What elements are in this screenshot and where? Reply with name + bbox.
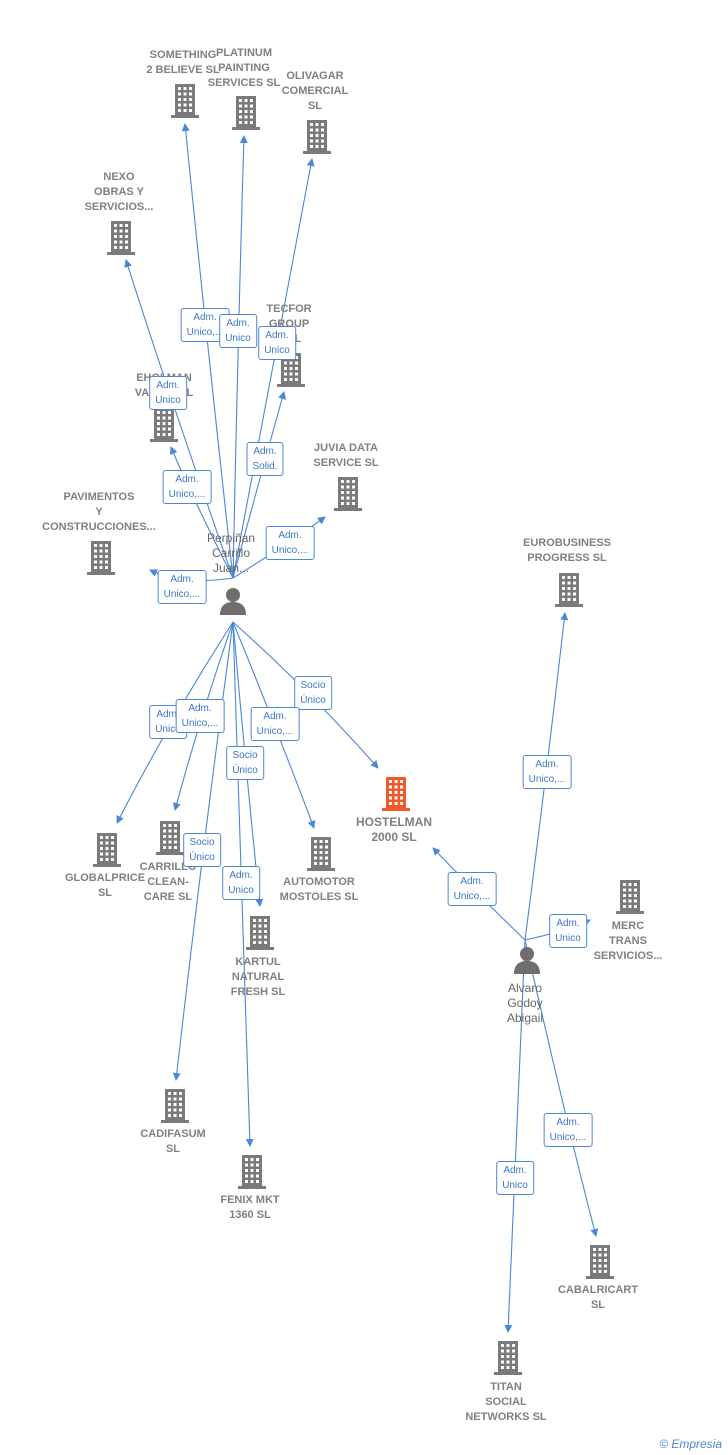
company-node-eurobusiness[interactable] bbox=[552, 572, 586, 608]
company-label[interactable]: SOMETHING 2 BELIEVE SL bbox=[146, 49, 220, 76]
company-label[interactable]: CABALRICART SL bbox=[557, 1284, 639, 1311]
building-icon bbox=[87, 541, 115, 575]
relation-label[interactable]: Socio Único bbox=[183, 833, 221, 867]
building-icon bbox=[156, 821, 184, 855]
company-node-nexo[interactable] bbox=[104, 220, 138, 256]
relation-label[interactable]: Adm. Unico,... bbox=[157, 570, 207, 604]
company-label[interactable]: CARRILLO CLEAN- CARE SL bbox=[139, 860, 197, 903]
company-label[interactable]: HOSTELMAN 2000 SL bbox=[356, 815, 432, 844]
copyright-icon: © bbox=[659, 1437, 669, 1451]
relation-label[interactable]: Adm. Unico bbox=[149, 376, 187, 410]
company-label[interactable]: MERC TRANS SERVICIOS... bbox=[593, 919, 663, 962]
company-label[interactable]: JUVIA DATA SERVICE SL bbox=[313, 442, 379, 469]
edge-alvaro-titan bbox=[504, 939, 526, 1333]
company-node-kartul[interactable] bbox=[243, 915, 277, 951]
company-node-eho[interactable] bbox=[147, 407, 181, 443]
company-label[interactable]: KARTUL NATURAL FRESH SL bbox=[230, 955, 286, 998]
company-node-juvia[interactable] bbox=[331, 476, 365, 512]
building-icon bbox=[303, 120, 331, 154]
building-icon bbox=[171, 84, 199, 118]
building-icon bbox=[232, 96, 260, 130]
person-node-perpinan[interactable] bbox=[218, 586, 248, 616]
company-label[interactable]: TITAN SOCIAL NETWORKS SL bbox=[465, 1380, 547, 1423]
company-node-cadifasum[interactable] bbox=[158, 1088, 192, 1124]
company-label[interactable]: EUROBUSINESS PROGRESS SL bbox=[522, 537, 612, 564]
relation-label[interactable]: Adm. Unico bbox=[549, 914, 587, 948]
edge-alvaro-cabalricart bbox=[524, 939, 599, 1237]
relation-label[interactable]: Adm. Unico,... bbox=[250, 707, 300, 741]
relation-label[interactable]: Adm. Unico,... bbox=[162, 470, 212, 504]
building-icon bbox=[107, 221, 135, 255]
company-node-cabalricart[interactable] bbox=[583, 1244, 617, 1280]
relation-label[interactable]: Socio Único bbox=[294, 676, 332, 710]
relation-label[interactable]: Adm. Unico bbox=[219, 314, 257, 348]
relation-label[interactable]: Adm. Unico,... bbox=[175, 699, 225, 733]
relation-label[interactable]: Adm. Unico bbox=[258, 326, 296, 360]
company-node-globalprice[interactable] bbox=[90, 832, 124, 868]
company-node-olivagar[interactable] bbox=[300, 119, 334, 155]
edge-perpinan-platinum bbox=[232, 135, 248, 579]
person-label[interactable]: Perpiñan Carrillo Juan... bbox=[206, 530, 256, 575]
building-icon bbox=[150, 408, 178, 442]
person-node-alvaro[interactable] bbox=[512, 945, 542, 975]
relation-label[interactable]: Adm. Solid. bbox=[246, 442, 284, 476]
building-icon bbox=[93, 833, 121, 867]
relation-label[interactable]: Adm. Unico bbox=[496, 1161, 534, 1195]
relation-label[interactable]: Adm. Unico,... bbox=[265, 526, 315, 560]
person-icon bbox=[514, 947, 540, 974]
company-label[interactable]: PLATINUM PAINTING SERVICES SL bbox=[207, 46, 281, 89]
building-icon bbox=[307, 837, 335, 871]
company-node-hostelman[interactable] bbox=[379, 776, 413, 812]
building-icon bbox=[334, 477, 362, 511]
building-icon bbox=[246, 916, 274, 950]
relation-label[interactable]: Adm. Unico bbox=[222, 866, 260, 900]
company-node-platinum[interactable] bbox=[229, 95, 263, 131]
person-icon bbox=[220, 588, 246, 615]
relation-label[interactable]: Socio Único bbox=[226, 746, 264, 780]
relation-label[interactable]: Adm. Unico,... bbox=[543, 1113, 593, 1147]
building-icon bbox=[161, 1089, 189, 1123]
brand-name: Empresia bbox=[671, 1437, 722, 1451]
relation-label[interactable]: Adm. Unico,... bbox=[447, 872, 497, 906]
brand-watermark: ©Empresia bbox=[659, 1437, 722, 1451]
company-label[interactable]: CADIFASUM SL bbox=[140, 1128, 206, 1155]
relation-label[interactable]: Adm. Unico,... bbox=[522, 755, 572, 789]
company-label[interactable]: NEXO OBRAS Y SERVICIOS... bbox=[84, 170, 154, 213]
company-node-titan[interactable] bbox=[491, 1340, 525, 1376]
company-label[interactable]: FENIX MKT 1360 SL bbox=[220, 1194, 280, 1221]
company-label[interactable]: PAVIMENTOS Y CONSTRUCCIONES... bbox=[42, 490, 156, 533]
company-label[interactable]: GLOBALPRICE SL bbox=[64, 872, 146, 899]
company-node-pavimentos[interactable] bbox=[84, 540, 118, 576]
building-icon bbox=[616, 880, 644, 914]
company-node-automotor[interactable] bbox=[304, 836, 338, 872]
building-icon bbox=[382, 777, 410, 811]
building-icon bbox=[494, 1341, 522, 1375]
building-icon bbox=[238, 1155, 266, 1189]
company-label[interactable]: OLIVAGAR COMERCIAL SL bbox=[281, 69, 349, 112]
company-label[interactable]: AUTOMOTOR MOSTOLES SL bbox=[279, 876, 359, 903]
building-icon bbox=[586, 1245, 614, 1279]
building-icon bbox=[555, 573, 583, 607]
company-node-merc[interactable] bbox=[613, 879, 647, 915]
company-node-carrillo[interactable] bbox=[153, 820, 187, 856]
company-node-fenix[interactable] bbox=[235, 1154, 269, 1190]
person-label[interactable]: Alvaro Godoy Abigail bbox=[506, 980, 544, 1025]
company-node-something[interactable] bbox=[168, 83, 202, 119]
